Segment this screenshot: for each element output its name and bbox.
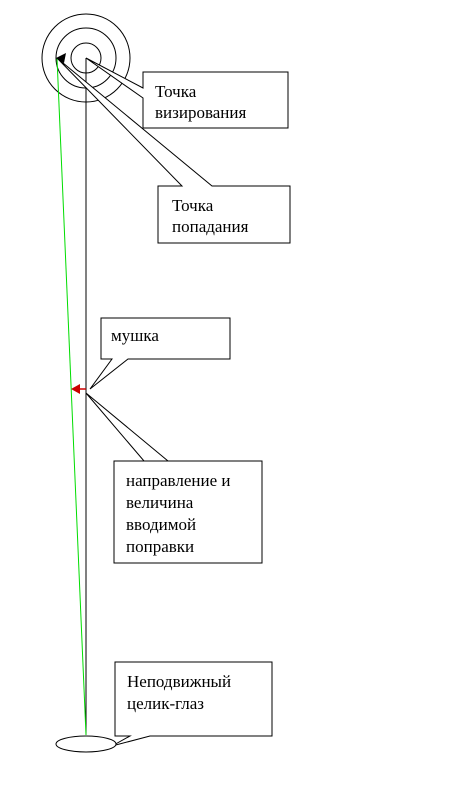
callout-correction: направление и величина вводимой поправки bbox=[85, 392, 263, 564]
callout-aim-point-box bbox=[85, 57, 289, 129]
callout-hit-point-line-1: Точка bbox=[172, 196, 214, 215]
callout-correction-line-3: вводимой bbox=[126, 515, 196, 534]
correction-arrow bbox=[71, 384, 86, 394]
callout-rear-sight-line-1: Неподвижный bbox=[127, 672, 231, 691]
callout-front-sight-box bbox=[89, 317, 231, 390]
callout-aim-point-line-2: визирования bbox=[155, 103, 246, 122]
callout-hit-point-box bbox=[56, 57, 291, 244]
callout-rear-sight-line-2: целик-глаз bbox=[127, 694, 204, 713]
callout-rear-sight-box bbox=[111, 661, 273, 747]
callout-correction-line-1: направление и bbox=[126, 471, 230, 490]
callout-aim-point-line-1: Точка bbox=[155, 82, 197, 101]
callout-hit-point: Точка попадания bbox=[56, 57, 291, 244]
callout-front-sight: мушка bbox=[89, 317, 231, 390]
green-sight-line bbox=[56, 57, 87, 736]
callout-correction-line-4: поправки bbox=[126, 537, 194, 556]
hit-point-arrowhead bbox=[56, 53, 66, 63]
callout-front-sight-line-1: мушка bbox=[111, 326, 159, 345]
callout-correction-box bbox=[85, 392, 263, 564]
callout-rear-sight: Неподвижный целик-глаз bbox=[111, 661, 273, 747]
callout-hit-point-line-2: попадания bbox=[172, 217, 249, 236]
correction-arrow-head bbox=[71, 384, 80, 394]
callout-correction-line-2: величина bbox=[126, 493, 194, 512]
rear-sight-eye-oval bbox=[55, 735, 117, 753]
callout-aim-point: Точка визирования bbox=[85, 57, 289, 129]
